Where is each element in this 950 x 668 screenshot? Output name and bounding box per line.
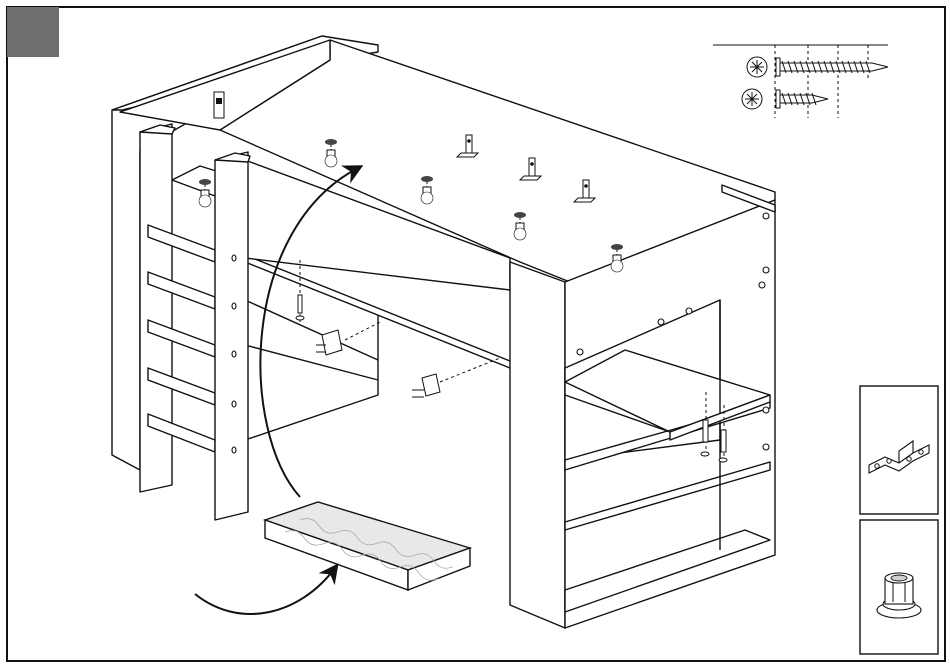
long-wood-screw (747, 57, 888, 77)
hole (232, 255, 236, 261)
hole (232, 351, 236, 357)
mattress (265, 502, 470, 590)
right-front-leg (510, 262, 565, 628)
dowel-insert (514, 212, 526, 240)
step-marker (7, 7, 59, 57)
back-panel-plate (214, 92, 224, 118)
ladder-left-rail (140, 124, 172, 492)
ladder-front-rail-top (215, 153, 250, 162)
hole (658, 319, 664, 325)
hole (232, 303, 236, 309)
loft-bed-frame (112, 36, 775, 628)
hole (759, 282, 765, 288)
hole (763, 267, 769, 273)
hole (232, 447, 236, 453)
short-wood-screw (742, 89, 828, 109)
hole (686, 308, 692, 314)
dowel-insert (199, 179, 211, 207)
mattress-insert-arrow (195, 568, 335, 614)
hole (577, 349, 583, 355)
hole (763, 407, 769, 413)
detail-callouts (860, 386, 938, 654)
hole (232, 401, 236, 407)
dowel-insert (325, 139, 337, 167)
parts-legend (713, 45, 888, 118)
ladder-front-rail (215, 152, 248, 520)
dowel-insert (611, 244, 623, 272)
dowel-insert (421, 176, 433, 204)
hole (763, 213, 769, 219)
hole (763, 444, 769, 450)
